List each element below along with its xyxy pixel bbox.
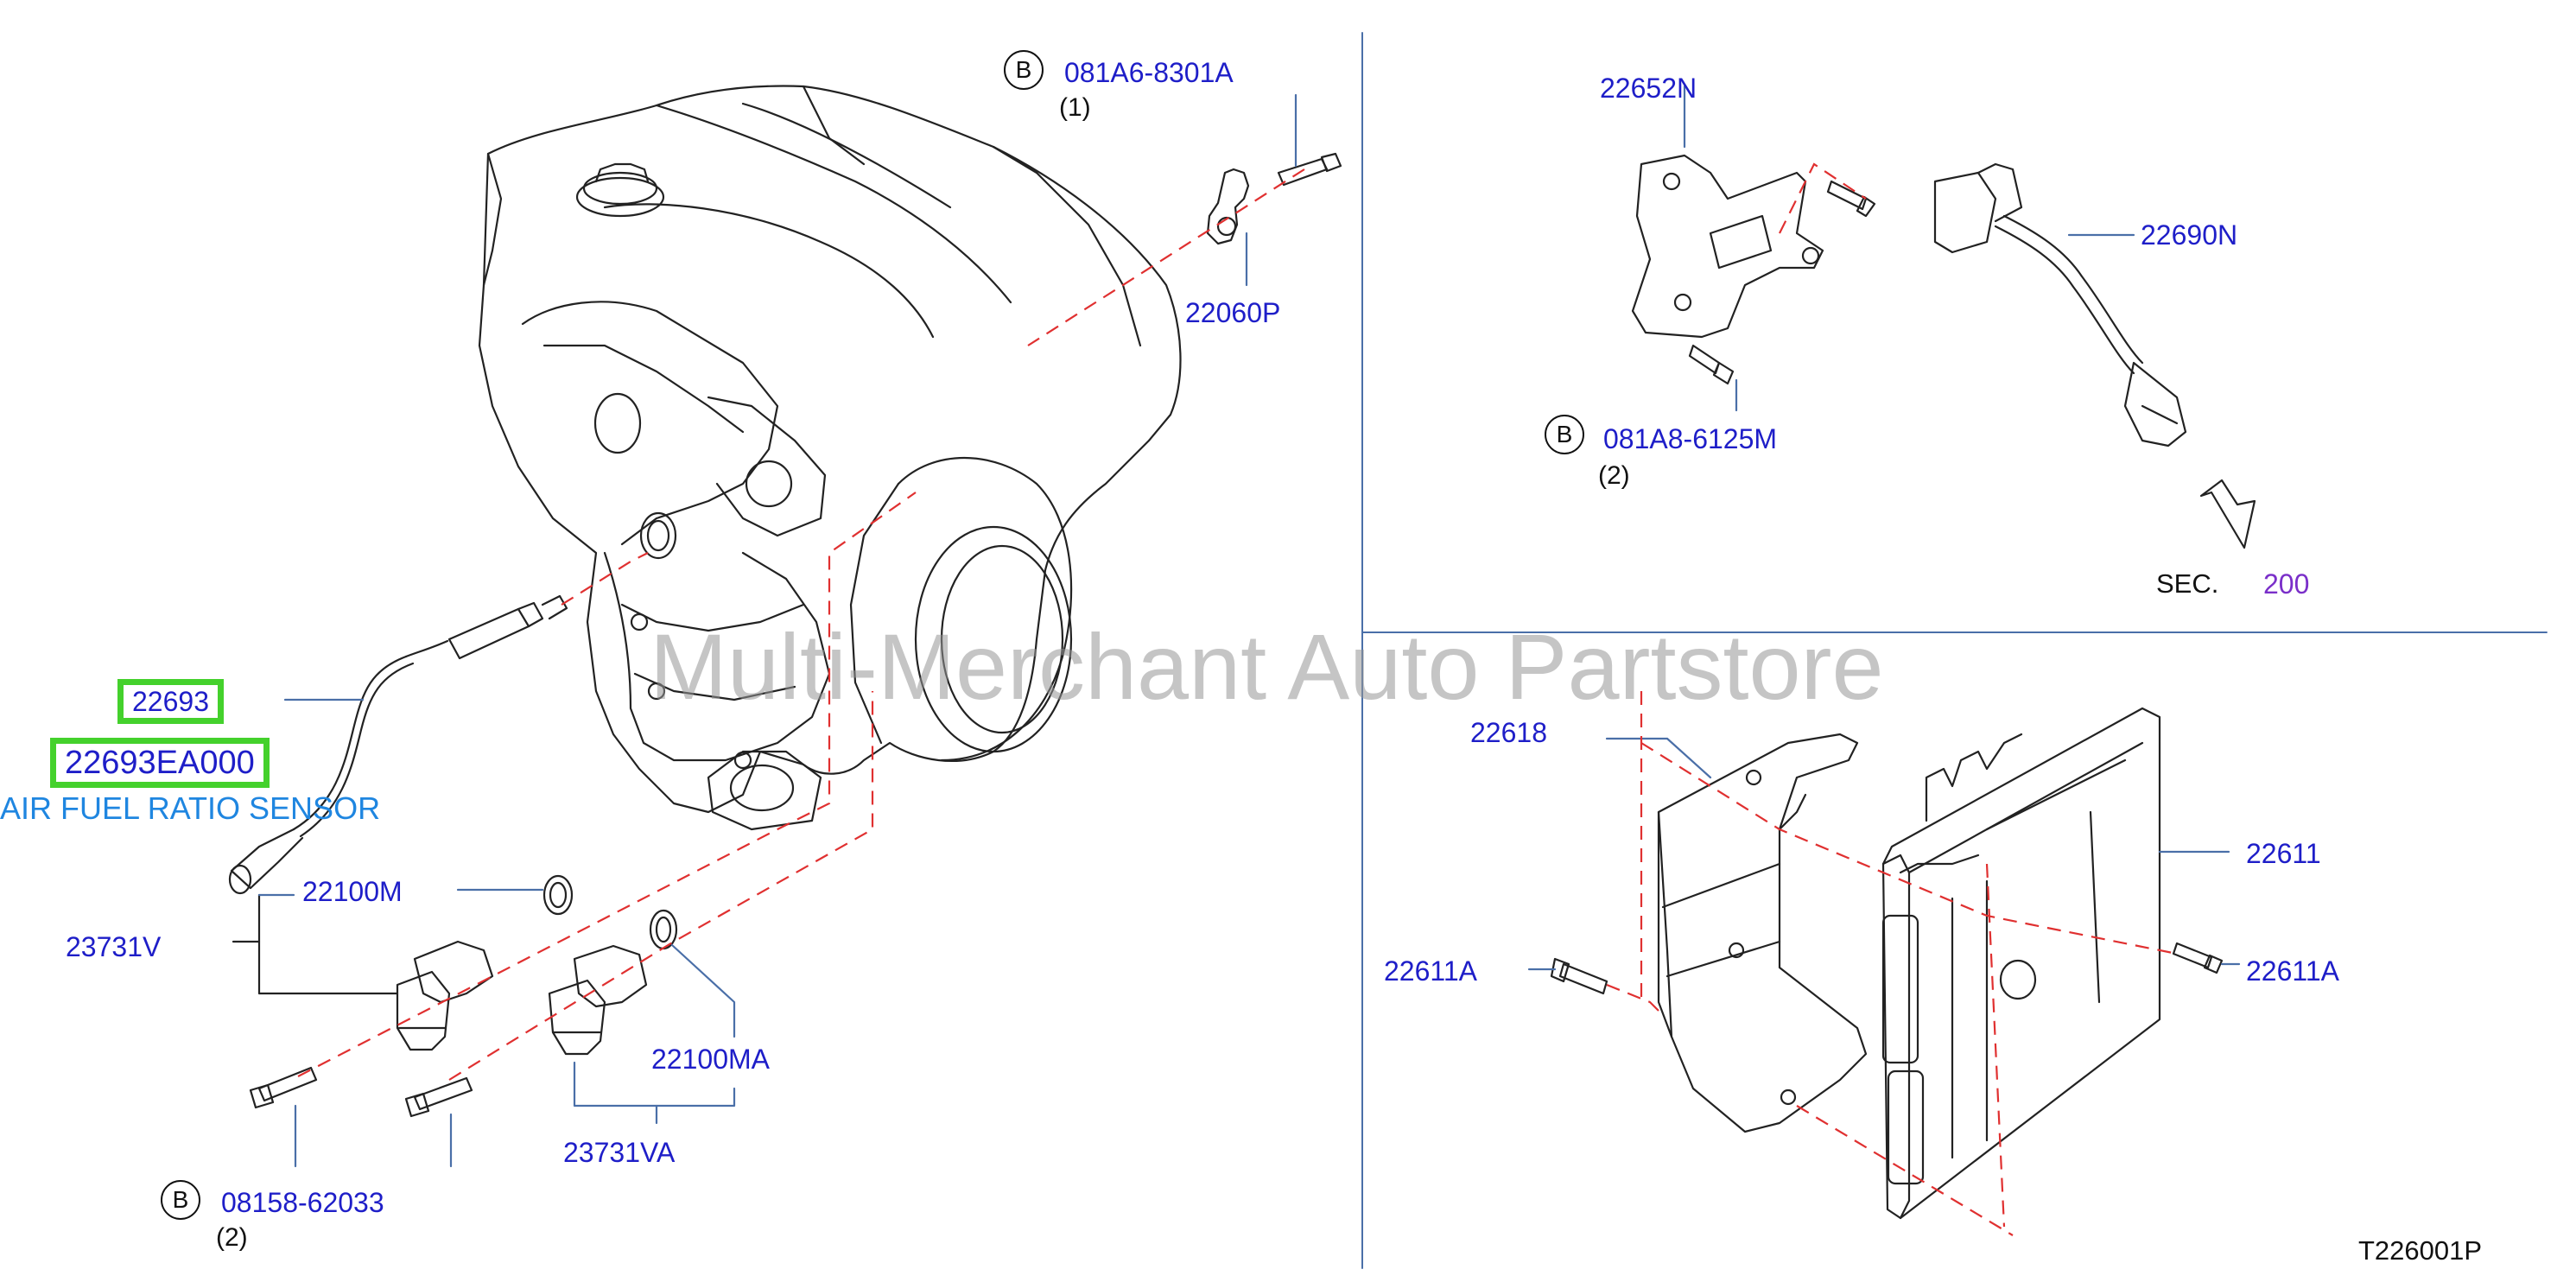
section-ref-link[interactable]: 200 (2263, 568, 2310, 600)
section-ref-prefix: SEC. (2156, 568, 2219, 599)
assembly-line-lower-middle (448, 691, 874, 1081)
part-label-23731v[interactable]: 23731V (66, 931, 162, 962)
ecm-bracket-22618-drawing (1605, 733, 1868, 1133)
qty-08158-62033: (2) (216, 1223, 248, 1252)
o2-sensor-22690n-drawing (1933, 162, 2256, 549)
bolts-08158-drawing (249, 1066, 473, 1168)
part-label-22611a-right[interactable]: 22611A (2246, 955, 2339, 987)
part-label-22100m[interactable]: 22100M (302, 876, 403, 907)
part-label-23731va[interactable]: 23731VA (563, 1137, 676, 1168)
o-ring-22100m-drawing (456, 874, 574, 916)
assembly-line-afr-sensor (561, 552, 649, 606)
bolts-22611a-drawing (1527, 942, 2241, 995)
bracket-22652n-drawing (1631, 85, 1876, 412)
watermark: Multi-Merchant Auto Partstore (650, 614, 1884, 719)
engine-block-drawing (478, 85, 1182, 831)
badge-b-08158: B (161, 1180, 200, 1220)
assembly-line-ecm-bottom (1796, 1105, 2014, 1236)
part-label-22611[interactable]: 22611 (2246, 838, 2321, 869)
assembly-line-bracket-top (1779, 162, 1867, 234)
highlighted-part-number[interactable]: 22693 (117, 679, 224, 724)
position-sensor-23731v-drawing (232, 893, 494, 1051)
air-fuel-ratio-sensor-drawing (228, 594, 568, 895)
part-label-08158-62033[interactable]: 08158-62033 (221, 1187, 384, 1218)
part-label-081a6-8301a[interactable]: 081A6-8301A (1064, 57, 1234, 88)
part-label-22100ma[interactable]: 22100MA (651, 1044, 770, 1075)
o-ring-22100ma-drawing (649, 909, 736, 1038)
assembly-line-knock-sensor (1027, 168, 1305, 346)
badge-b-081a8: B (1545, 415, 1584, 454)
assembly-line-ecm-box (1640, 742, 2178, 955)
knock-sensor-drawing (1206, 93, 1342, 287)
badge-b-081a6: B (1004, 50, 1044, 90)
part-label-22060p[interactable]: 22060P (1185, 297, 1281, 328)
part-label-081a8-6125m[interactable]: 081A8-6125M (1603, 423, 1778, 454)
qty-081a8-6125m: (2) (1598, 461, 1630, 490)
part-label-22611a-left[interactable]: 22611A (1384, 955, 1477, 987)
position-sensor-23731va-drawing (548, 944, 736, 1125)
assembly-line-lower-left (297, 492, 917, 1077)
assembly-line-ecm-right (1985, 863, 2006, 1228)
diagram-code: T226001P (2358, 1235, 2483, 1266)
part-label-22618[interactable]: 22618 (1470, 717, 1547, 748)
highlighted-part-description: AIR FUEL RATIO SENSOR (0, 790, 381, 826)
part-label-22690n[interactable]: 22690N (2141, 219, 2238, 251)
qty-081a6-8301a: (1) (1059, 93, 1091, 122)
part-label-22652n[interactable]: 22652N (1600, 73, 1697, 104)
ecm-22611-drawing (1881, 707, 2230, 1220)
highlighted-oem-number[interactable]: 22693EA000 (50, 738, 270, 788)
assembly-line-ecm-left (1606, 983, 1659, 1012)
